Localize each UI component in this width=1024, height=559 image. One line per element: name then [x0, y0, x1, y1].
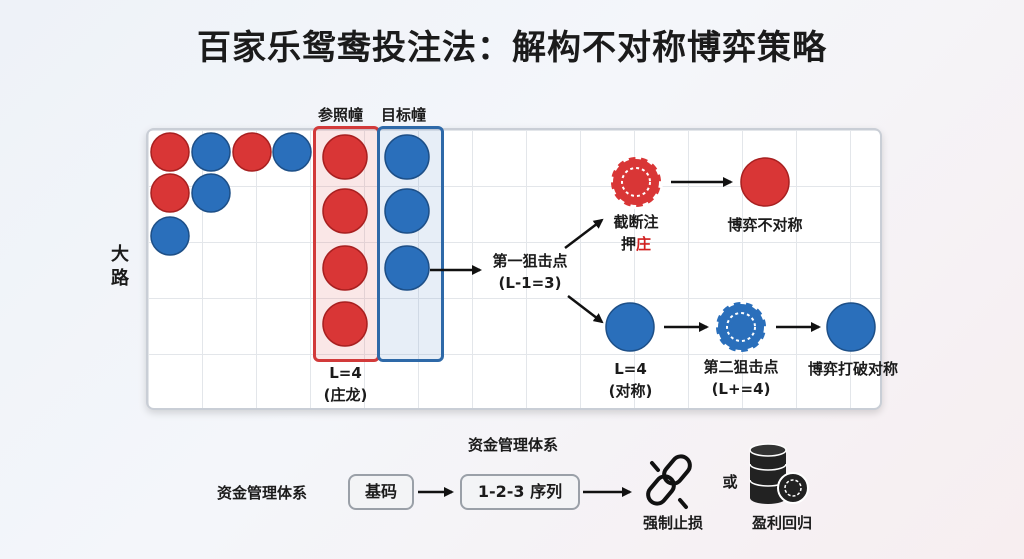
lower-length-text: L=4 [614, 360, 647, 378]
cut-bet-text: 截断注 [613, 213, 659, 231]
arrow-up-branch [564, 218, 604, 249]
player-bead [384, 245, 430, 291]
target-column-label: 目标幢 [381, 106, 427, 124]
target-column-beads [384, 134, 430, 291]
banker-bead [322, 245, 368, 291]
banker-bead [232, 132, 272, 172]
ref-length-text: L=4 [329, 364, 362, 382]
player-bead [272, 132, 312, 172]
player-bead [150, 216, 190, 256]
ref-pattern-text: (庄龙) [323, 386, 368, 404]
bigroad-side-label: 大路 [111, 244, 129, 289]
take-profit-label: 盈利回归 [751, 514, 812, 532]
banker-bead [322, 188, 368, 234]
lower-result-bead [826, 302, 876, 352]
upper-action-label: 截断注 押庄 [601, 211, 671, 255]
player-bead [384, 188, 430, 234]
chip-stack-icon [749, 443, 809, 504]
base-unit-box: 基码 [348, 474, 414, 510]
bigroad-beads [150, 132, 312, 256]
upper-result-bead [740, 157, 790, 207]
banker-highlight: 庄 [636, 235, 652, 253]
first-strike-formula: (L-1=3) [498, 274, 562, 292]
reference-column-caption: L=4 (庄龙) [318, 362, 373, 406]
banker-bead [150, 132, 190, 172]
page-title: 百家乐鸳鸯投注法：解构不对称博弈策略 [197, 28, 827, 68]
reference-column-label: 参照幢 [318, 106, 364, 124]
first-strike-title: 第一狙击点 [492, 252, 568, 270]
money-left-label: 资金管理体系 [216, 484, 307, 502]
player-bead [191, 132, 231, 172]
player-bead [384, 134, 430, 180]
lower-pattern-text: (对称) [608, 382, 653, 400]
sequence-box: 1-2-3 序列 [460, 474, 580, 510]
stop-loss-label: 强制止损 [642, 514, 703, 532]
money-section-title: 资金管理体系 [467, 436, 558, 454]
bet-prefix: 押 [620, 235, 636, 253]
broken-chain-icon [646, 454, 692, 509]
lower-bead-caption: L=4 (对称) [603, 358, 658, 402]
upper-result-label: 博弈不对称 [727, 216, 803, 234]
banker-bead [322, 301, 368, 347]
arrow-down-branch [567, 295, 604, 324]
second-strike-title: 第二狙击点 [703, 358, 779, 376]
second-strike-label: 第二狙击点 (L+=4) [691, 356, 791, 400]
player-bead [191, 173, 231, 213]
first-strike-label: 第一狙击点 (L-1=3) [480, 250, 580, 294]
lower-result-label: 博弈打破对称 [807, 360, 898, 378]
lower-bead [605, 302, 655, 352]
reference-column-beads [322, 134, 368, 347]
bet-banker-text: 押庄 [601, 233, 671, 255]
or-text: 或 [722, 473, 738, 491]
red-chip-icon [609, 155, 663, 209]
blue-chip-icon [714, 300, 768, 354]
banker-bead [150, 173, 190, 213]
second-strike-formula: (L+=4) [711, 380, 771, 398]
banker-bead [322, 134, 368, 180]
